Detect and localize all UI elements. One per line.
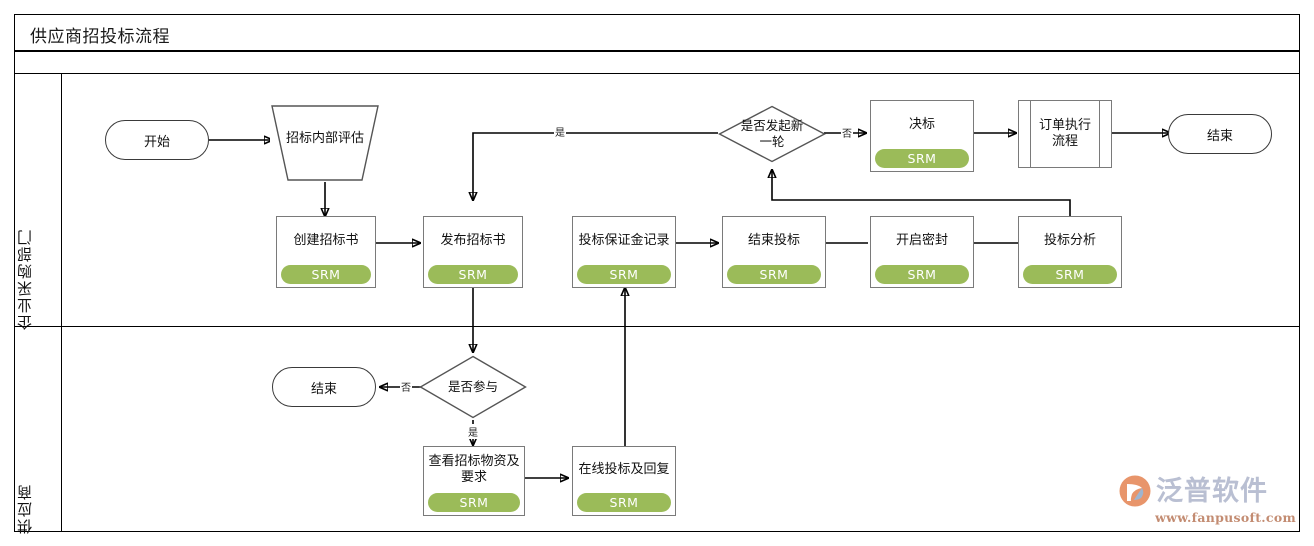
node-internal-eval[interactable]: 招标内部评估 xyxy=(270,104,380,182)
srm-badge: SRM xyxy=(428,265,518,284)
diagram-frame xyxy=(14,14,1300,532)
trapezoid-shape xyxy=(271,105,379,181)
node-deposit-record[interactable]: 投标保证金记录 SRM xyxy=(572,216,676,288)
header-spacer-row xyxy=(14,52,1300,74)
page-title: 供应商招投标流程 xyxy=(30,27,170,47)
node-end-top-label: 结束 xyxy=(1206,128,1233,144)
srm-badge: SRM xyxy=(727,265,821,284)
node-publish-tender-label: 发布招标书 xyxy=(440,232,506,248)
node-order-process[interactable]: 订单执行流程 xyxy=(1018,100,1112,168)
node-award-label: 决标 xyxy=(908,116,935,132)
node-award[interactable]: 决标 SRM xyxy=(870,100,974,172)
edge-label-new-round-no: 否 xyxy=(841,125,853,140)
node-end-bidding[interactable]: 结束投标 SRM xyxy=(722,216,826,288)
node-open-seal-label: 开启密封 xyxy=(895,232,948,248)
srm-badge: SRM xyxy=(1023,265,1117,284)
srm-badge: SRM xyxy=(281,265,371,284)
node-bid-analysis-label: 投标分析 xyxy=(1043,232,1096,248)
srm-badge: SRM xyxy=(875,265,969,284)
edge-label-participate-no: 否 xyxy=(400,379,412,394)
diamond-shape xyxy=(718,105,826,163)
node-view-tender[interactable]: 查看招标物资及要求 SRM xyxy=(423,446,525,516)
predefined-bar-right xyxy=(1099,101,1100,167)
predefined-bar-left xyxy=(1030,101,1031,167)
edge-label-new-round-yes: 是 xyxy=(554,124,566,139)
node-participate-decision-label: 是否参与 xyxy=(447,379,498,395)
node-new-round-decision-label: 是否发起新一轮 xyxy=(740,118,804,149)
node-publish-tender[interactable]: 发布招标书 SRM xyxy=(423,216,523,288)
node-create-tender-label: 创建招标书 xyxy=(293,232,359,248)
node-online-bid[interactable]: 在线投标及回复 SRM xyxy=(572,446,676,516)
node-open-seal[interactable]: 开启密封 SRM xyxy=(870,216,974,288)
node-end-top[interactable]: 结束 xyxy=(1168,114,1272,154)
fanpu-logo-icon xyxy=(1119,475,1151,507)
node-start[interactable]: 开始 xyxy=(105,120,209,160)
diamond-shape xyxy=(419,355,527,419)
srm-badge: SRM xyxy=(577,265,671,284)
node-end-bottom-label: 结束 xyxy=(310,381,337,397)
edge-label-participate-yes: 是 xyxy=(467,424,479,439)
node-start-label: 开始 xyxy=(143,134,170,150)
watermark-url: www.fanpusoft.com xyxy=(1155,510,1296,525)
node-online-bid-label: 在线投标及回复 xyxy=(578,461,670,477)
watermark-brand: 泛普软件 xyxy=(1156,475,1268,507)
node-new-round-decision[interactable]: 是否发起新一轮 xyxy=(718,105,826,163)
node-internal-eval-label: 招标内部评估 xyxy=(285,130,364,146)
srm-badge: SRM xyxy=(428,493,520,512)
title-row xyxy=(14,14,1300,52)
node-deposit-record-label: 投标保证金记录 xyxy=(578,232,670,248)
node-bid-analysis[interactable]: 投标分析 SRM xyxy=(1018,216,1122,288)
watermark: 泛普软件 www.fanpusoft.com xyxy=(1118,474,1296,534)
node-participate-decision[interactable]: 是否参与 xyxy=(419,355,527,419)
srm-badge: SRM xyxy=(875,149,969,168)
node-end-bottom[interactable]: 结束 xyxy=(272,367,376,407)
srm-badge: SRM xyxy=(577,493,671,512)
node-end-bidding-label: 结束投标 xyxy=(747,232,800,248)
node-create-tender[interactable]: 创建招标书 SRM xyxy=(276,216,376,288)
node-order-process-label: 订单执行流程 xyxy=(1038,117,1091,149)
lane-label-column: 企业采购部门 供应商 xyxy=(14,74,62,535)
node-view-tender-label: 查看招标物资及要求 xyxy=(428,453,520,485)
lane-divider xyxy=(14,326,1300,327)
